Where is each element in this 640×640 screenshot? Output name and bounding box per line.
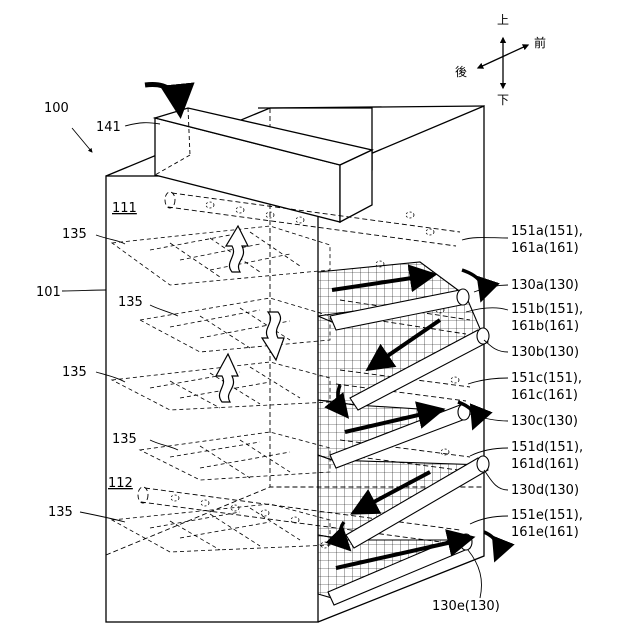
- inner-mesh-1-grid: [150, 232, 300, 277]
- roller-130d-end: [477, 456, 489, 472]
- airflow-down: [262, 312, 284, 360]
- ref-135-3: 135: [62, 365, 87, 380]
- leader-130d: [484, 470, 508, 490]
- ref-151c-line2: 161c(161): [511, 388, 578, 403]
- compass-down: 下: [497, 93, 509, 107]
- ref-130c: 130c(130): [511, 414, 578, 429]
- transfer-arrow-5: [484, 532, 498, 558]
- roller-130e-end: [460, 534, 472, 550]
- inner-mesh-5: [112, 504, 330, 552]
- inner-mesh-2: [140, 298, 330, 352]
- ref-151c-line1: 151c(151),: [511, 371, 582, 386]
- ref-130a: 130a(130): [511, 278, 579, 293]
- pipe-151a-end: [165, 192, 175, 208]
- leader-135-1: [96, 235, 125, 244]
- ref-130d: 130d(130): [511, 483, 579, 498]
- leader-135-5: [80, 512, 125, 522]
- inner-mesh-1: [112, 226, 330, 285]
- housing-front-face: [106, 176, 318, 622]
- roller-130b-end: [477, 328, 489, 344]
- ref-135-5: 135: [48, 505, 73, 520]
- inner-mesh-5-grid: [150, 508, 300, 550]
- compass-back: 後: [455, 65, 467, 79]
- ref-111: 111: [112, 201, 137, 216]
- ref-130e: 130e(130): [432, 599, 500, 614]
- ref-151b-line2: 161b(161): [511, 319, 579, 334]
- inflow-arrow: [145, 84, 180, 112]
- airflow-up-2: [216, 354, 238, 402]
- ref-112: 112: [108, 476, 133, 491]
- airflow-up-1: [226, 226, 248, 272]
- leader-135-2: [150, 305, 178, 316]
- leader-135-3: [96, 372, 125, 382]
- ref-100: 100: [44, 101, 69, 116]
- air-flow-arrows: [216, 226, 284, 402]
- leader-151a: [462, 238, 508, 241]
- leader-135-4: [150, 440, 178, 450]
- leader-100: [72, 128, 92, 152]
- ref-135-4: 135: [112, 432, 137, 447]
- ref-151a-line2: 161a(161): [511, 241, 579, 256]
- leader-130a: [474, 285, 508, 292]
- inner-mesh-4-grid: [170, 440, 290, 478]
- roller-130a-end: [457, 289, 469, 305]
- ref-151a-line1: 151a(151),: [511, 224, 583, 239]
- compass-up: 上: [497, 13, 509, 27]
- ref-151e-line2: 161e(161): [511, 525, 579, 540]
- ref-135-1: 135: [62, 227, 87, 242]
- leader-101: [62, 290, 106, 291]
- ref-151d-line1: 151d(151),: [511, 440, 583, 455]
- ref-130b: 130b(130): [511, 345, 579, 360]
- ref-151e-line1: 151e(151),: [511, 508, 583, 523]
- ref-101: 101: [36, 285, 61, 300]
- pipe-151e-end: [138, 487, 148, 503]
- left-labels: 100 141 111 135 101 135 135 135 112 135: [36, 101, 143, 520]
- compass-front: 前: [534, 35, 546, 50]
- ref-151b-line1: 151b(151),: [511, 302, 583, 317]
- leader-151d: [470, 448, 508, 456]
- inner-mesh-4: [140, 432, 330, 480]
- duct: [155, 108, 372, 222]
- ref-151d-line2: 161d(161): [511, 457, 579, 472]
- leader-151c: [468, 378, 508, 384]
- direction-compass: 上 下 前 後: [455, 13, 546, 107]
- ref-135-2: 135: [118, 295, 143, 310]
- ref-141: 141: [96, 120, 121, 135]
- leader-151e: [470, 516, 508, 524]
